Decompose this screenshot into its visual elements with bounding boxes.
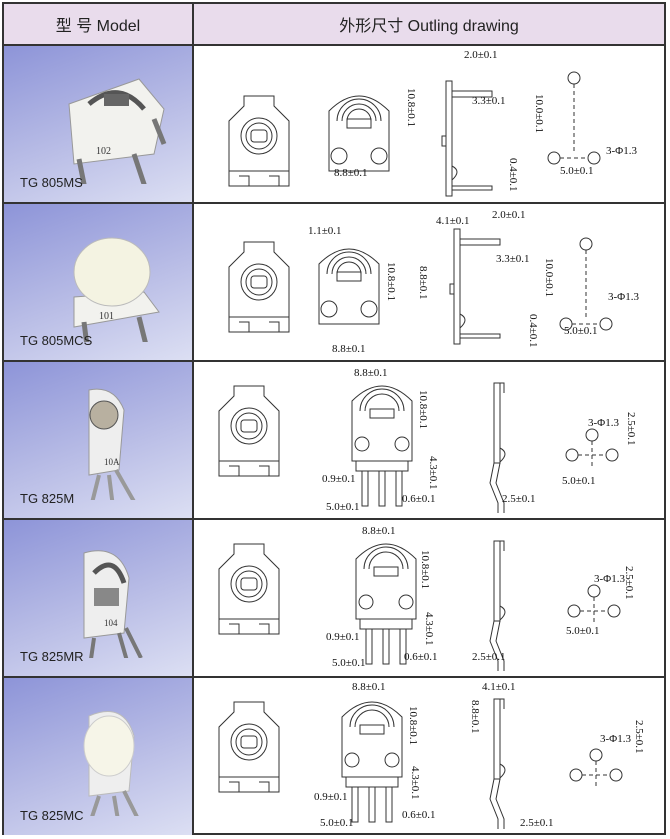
dimension-label: 2.5±0.1	[633, 720, 645, 754]
model-name: TG 805MCS	[20, 333, 93, 348]
dimension-label: 10.0±0.1	[533, 94, 545, 134]
dimension-label: 3-Φ1.3	[606, 145, 637, 157]
product-photo: 101	[73, 237, 160, 342]
table-row: 104 TG 825MR 8.8±0.1 10.8±0.1 4.3±0.1 0.…	[4, 520, 664, 678]
dimension-label: 10.8±0.1	[405, 88, 417, 128]
dimension-label: 4.3±0.1	[423, 612, 435, 646]
dimension-label: 5.0±0.1	[564, 325, 598, 337]
table-row: 101 TG 805MCS 1.1±0.1 4.1±0.1 2.0±0.1 3.…	[4, 204, 664, 362]
dimension-label: 2.5±0.1	[625, 412, 637, 446]
dimension-label: 0.6±0.1	[402, 493, 436, 505]
dimension-label: 5.0±0.1	[326, 501, 360, 513]
dimension-label: 4.1±0.1	[436, 215, 470, 227]
model-name: TG 825MC	[20, 808, 84, 823]
dimension-label: 0.9±0.1	[314, 791, 348, 803]
dimension-label: 2.0±0.1	[464, 49, 498, 61]
dimension-label: 4.3±0.1	[427, 456, 439, 490]
dimension-label: 10.0±0.1	[543, 258, 555, 298]
dimension-label: 0.6±0.1	[402, 809, 436, 821]
dimension-label: 4.1±0.1	[482, 681, 516, 693]
outline-drawing: 1.1±0.1 4.1±0.1 2.0±0.1 3.3±0.1 10.8±0.1…	[194, 204, 664, 360]
dimension-label: 3.3±0.1	[496, 253, 530, 265]
outline-drawing: 8.8±0.1 10.8±0.1 4.3±0.1 0.9±0.1 5.0±0.1…	[194, 520, 664, 676]
dimension-label: 5.0±0.1	[332, 657, 366, 669]
dimension-label: 4.3±0.1	[409, 766, 421, 800]
product-photo: 102	[68, 78, 167, 184]
dimension-label: 0.4±0.1	[507, 158, 519, 192]
model-name: TG 825MR	[20, 649, 84, 664]
dimension-label: 5.0±0.1	[560, 165, 594, 177]
svg-text:102: 102	[96, 146, 111, 157]
dimension-label: 8.8±0.1	[332, 343, 366, 355]
model-column-header: 型 号 Model	[4, 4, 194, 46]
dimension-label: 2.5±0.1	[520, 817, 554, 829]
model-cell: 10A TG 825M	[4, 362, 194, 518]
dimension-label: 0.9±0.1	[322, 473, 356, 485]
product-photo	[83, 711, 139, 816]
dimension-label: 10.8±0.1	[417, 390, 429, 430]
dimension-label: 5.0±0.1	[566, 625, 600, 637]
dimension-label: 8.8±0.1	[334, 167, 368, 179]
dimension-label: 5.0±0.1	[320, 817, 354, 829]
dimension-label: 0.4±0.1	[527, 314, 539, 348]
dimension-label: 5.0±0.1	[562, 475, 596, 487]
dimension-label: 0.6±0.1	[404, 651, 438, 663]
dimension-label: 2.5±0.1	[623, 566, 635, 600]
dimension-label: 1.1±0.1	[308, 225, 342, 237]
outline-drawing: 8.8±0.1 10.8±0.1 4.3±0.1 0.9±0.1 5.0±0.1…	[194, 362, 664, 518]
dimension-label: 8.8±0.1	[417, 266, 429, 300]
dimension-label: 3.3±0.1	[472, 95, 506, 107]
model-cell: 104 TG 825MR	[4, 520, 194, 676]
dimension-label: 8.8±0.1	[362, 525, 396, 537]
dimension-label: 2.5±0.1	[472, 651, 506, 663]
dimension-label: 10.8±0.1	[385, 262, 397, 302]
model-cell: 101 TG 805MCS	[4, 204, 194, 360]
drawing-column-header: 外形尺寸 Outling drawing	[194, 4, 664, 46]
dimension-label: 2.0±0.1	[492, 209, 526, 221]
dimension-label: 0.9±0.1	[326, 631, 360, 643]
table-row: 10A TG 825M 8.8±0.1 10.8±0.1 4.3±0.1 0.9…	[4, 362, 664, 520]
model-name: TG 805MS	[20, 175, 83, 190]
dimension-label: 10.8±0.1	[419, 550, 431, 590]
dimension-label: 3-Φ1.3	[600, 733, 631, 745]
dimension-label: 8.8±0.1	[352, 681, 386, 693]
svg-text:101: 101	[99, 311, 114, 322]
model-name: TG 825M	[20, 491, 75, 506]
dimension-label: 10.8±0.1	[407, 706, 419, 746]
table-row: 102 TG 805MS 10.8±0.1 8.8±0.1 2.0±0.1 3.…	[4, 46, 664, 204]
dimension-label: 3-Φ1.3	[588, 417, 619, 429]
dimension-label: 2.5±0.1	[502, 493, 536, 505]
table-row: TG 825MC 8.8±0.1 4.1±0.1 8.8±0.1 10.8±0.…	[4, 678, 664, 835]
dimension-label: 3-Φ1.3	[594, 573, 625, 585]
svg-text:104: 104	[104, 618, 118, 628]
product-photo: 104	[83, 550, 143, 658]
dimension-label: 8.8±0.1	[469, 700, 481, 734]
dimension-label: 3-Φ1.3	[608, 291, 639, 303]
outline-drawing: 10.8±0.1 8.8±0.1 2.0±0.1 3.3±0.1 0.4±0.1…	[194, 46, 664, 202]
svg-text:10A: 10A	[104, 457, 120, 467]
product-photo: 10A	[88, 388, 136, 500]
dimension-label: 8.8±0.1	[354, 367, 388, 379]
outline-drawing: 8.8±0.1 4.1±0.1 8.8±0.1 10.8±0.1 2.5±0.1…	[194, 678, 664, 835]
model-cell: TG 825MC	[4, 678, 194, 835]
model-cell: 102 TG 805MS	[4, 46, 194, 202]
